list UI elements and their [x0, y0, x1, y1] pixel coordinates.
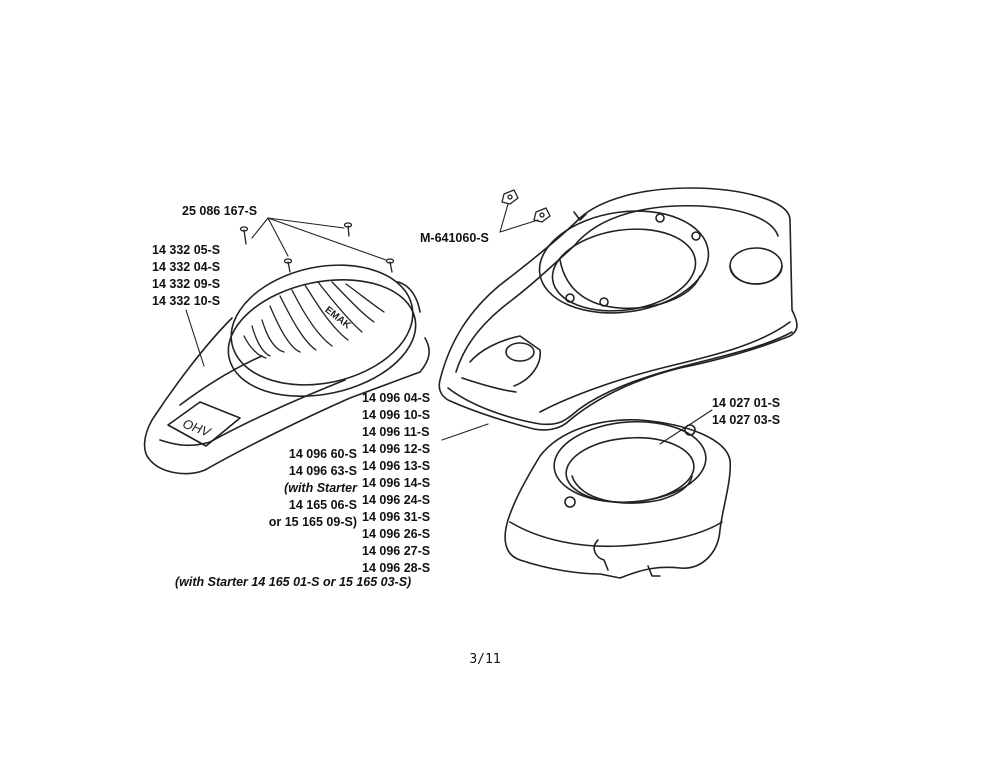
part-number: 14 096 60-S: [288, 447, 357, 461]
starter-note: (with Starter: [284, 481, 357, 495]
part-number: 14 096 14-S: [362, 476, 431, 490]
part-number: 14 096 13-S: [362, 459, 431, 473]
nut-icon: [501, 189, 551, 223]
starter-note: 14 165 06-S: [288, 498, 357, 512]
shroud-part-list: 14 096 04-S 14 096 10-S 14 096 11-S 14 0…: [362, 390, 430, 577]
part-number: 14 096 28-S: [362, 561, 431, 575]
part-number: 14 332 04-S: [152, 260, 221, 274]
engine-shroud: [438, 187, 798, 431]
shroud-starter-note: (with Starter 14 165 01-S or 15 165 03-S…: [175, 575, 412, 589]
part-number: 14 096 11-S: [362, 425, 430, 439]
nut-part-label: M-641060-S: [420, 231, 489, 245]
starter-cover: [143, 264, 430, 475]
part-number: 14 096 27-S: [362, 544, 431, 558]
cover-side-part-list: 14 096 60-S 14 096 63-S (with Starter 14…: [240, 446, 357, 531]
part-number: 14 096 26-S: [362, 527, 431, 541]
leader-line-housing: [659, 409, 713, 445]
starter-cover-part-list: 14 332 05-S 14 332 04-S 14 332 09-S 14 3…: [152, 242, 220, 310]
part-number: 14 096 31-S: [362, 510, 431, 524]
leader-lines-nuts: [499, 203, 539, 233]
screw-icon: [239, 222, 395, 273]
part-number: 14 027 03-S: [712, 413, 781, 427]
part-number: 14 096 04-S: [362, 391, 431, 405]
part-number: 14 096 63-S: [288, 464, 357, 478]
part-number: 14 096 12-S: [362, 442, 431, 456]
starter-housing: [504, 419, 732, 579]
part-number: 14 096 10-S: [362, 408, 431, 422]
part-number: 14 096 24-S: [362, 493, 431, 507]
leader-lines-screws: [185, 217, 387, 367]
page-number: 3/11: [469, 652, 501, 667]
part-number: 14 027 01-S: [712, 396, 781, 410]
leader-line-shroud: [441, 423, 489, 441]
housing-part-list: 14 027 01-S 14 027 03-S: [712, 395, 780, 429]
screw-part-label: 25 086 167-S: [182, 204, 258, 218]
part-number: 14 332 05-S: [152, 243, 221, 257]
starter-note: or 15 165 09-S): [268, 515, 357, 529]
part-number: 14 332 09-S: [152, 277, 221, 291]
ohv-badge-logo: OHV: [181, 416, 214, 440]
part-number: 14 332 10-S: [152, 294, 221, 308]
